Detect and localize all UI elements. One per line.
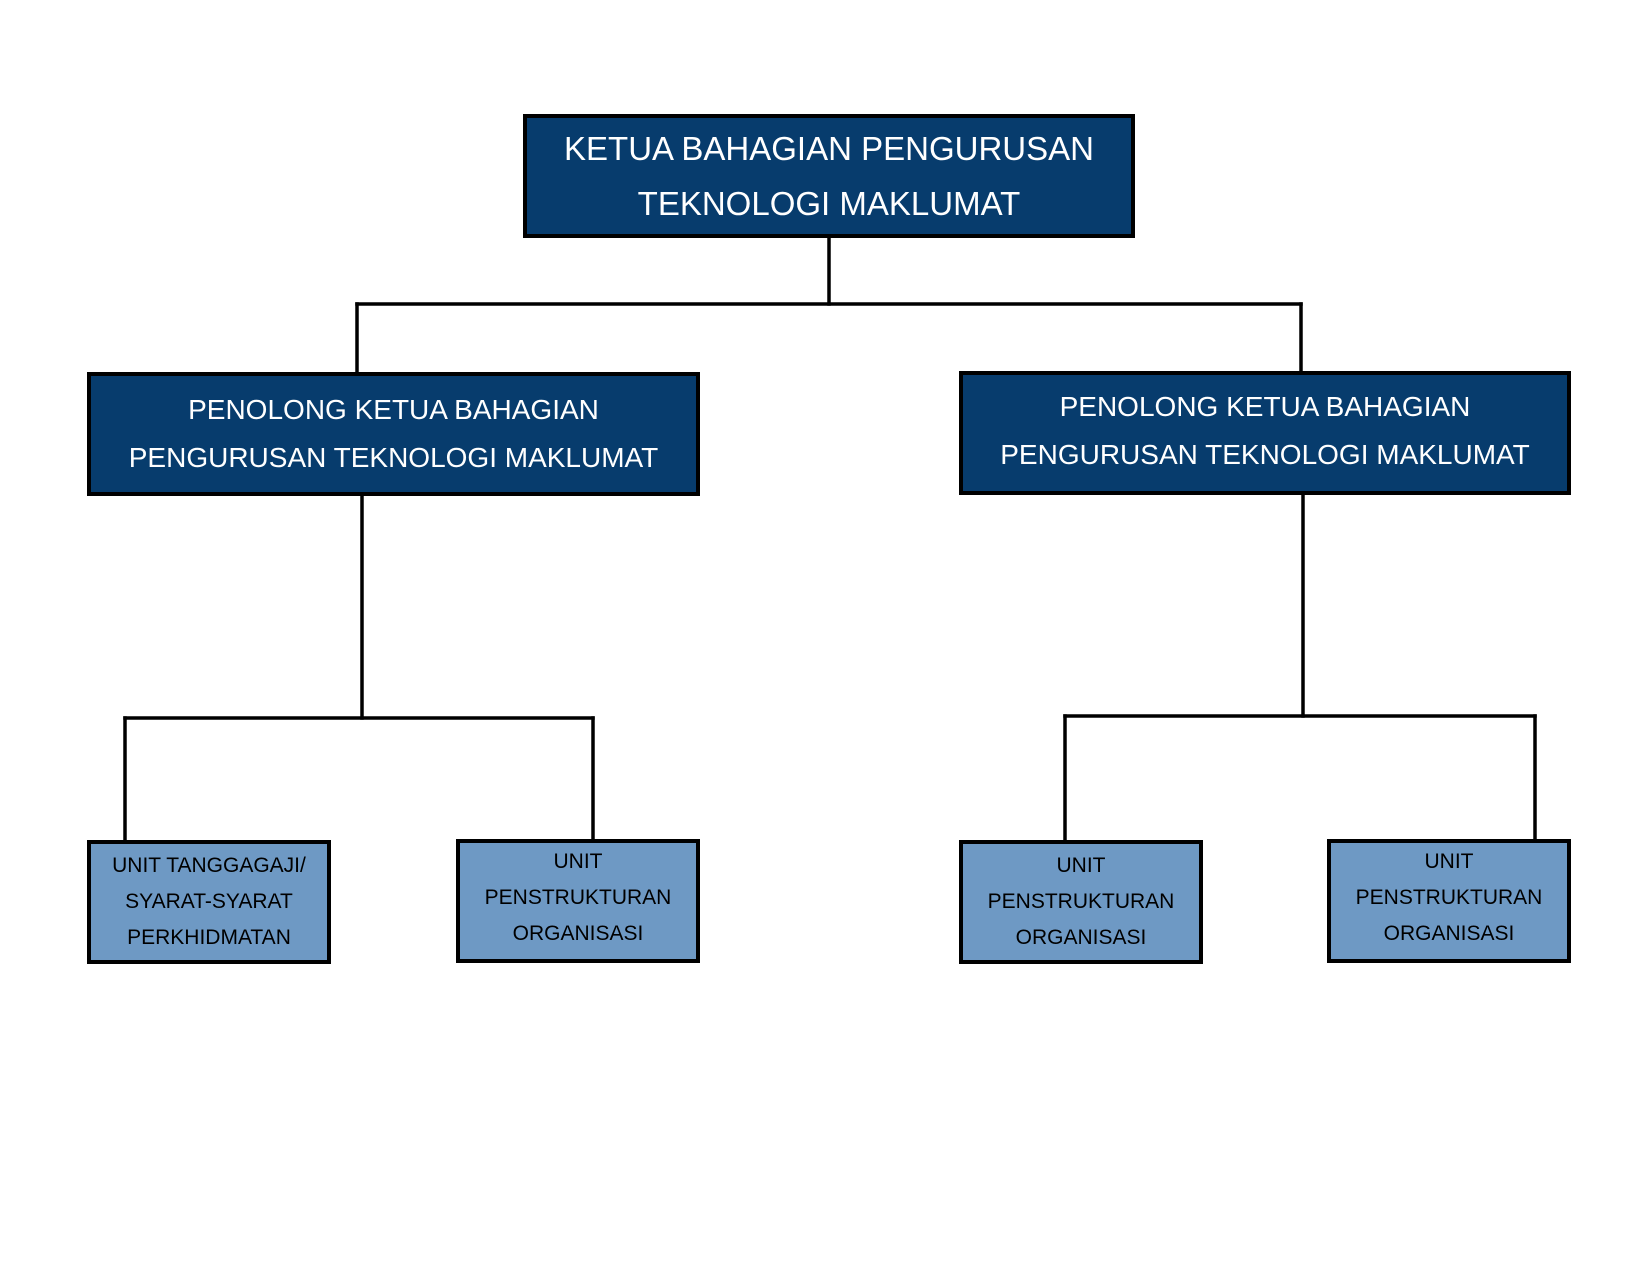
unit-box-2: UNIT PENSTRUKTURAN ORGANISASI — [456, 839, 700, 963]
unit-1-label-line-1: UNIT TANGGAGAJI/ — [112, 854, 306, 877]
unit-4-label-line-3: ORGANISASI — [1383, 922, 1515, 945]
unit-2-label-line-2: PENSTRUKTURAN — [484, 886, 672, 909]
assistant-head-right-label-line-2: PENGURUSAN TEKNOLOGI MAKLUMAT — [1000, 439, 1530, 470]
assistant-head-left-box: PENOLONG KETUA BAHAGIAN PENGURUSAN TEKNO… — [87, 372, 700, 496]
head-of-division-label-line-1: KETUA BAHAGIAN PENGURUSAN — [564, 130, 1094, 167]
head-of-division-label-line-2: TEKNOLOGI MAKLUMAT — [637, 185, 1021, 222]
unit-box-3: UNIT PENSTRUKTURAN ORGANISASI — [959, 840, 1203, 964]
assistant-head-right-label-line-1: PENOLONG KETUA BAHAGIAN — [1059, 391, 1471, 422]
unit-3-label-line-2: PENSTRUKTURAN — [987, 890, 1175, 913]
head-of-division-box: KETUA BAHAGIAN PENGURUSAN TEKNOLOGI MAKL… — [523, 114, 1135, 238]
unit-box-1: UNIT TANGGAGAJI/ SYARAT-SYARAT PERKHIDMA… — [87, 840, 331, 964]
unit-4-label-line-1: UNIT — [1424, 850, 1474, 873]
unit-2-label-line-3: ORGANISASI — [512, 922, 644, 945]
unit-4-label-line-2: PENSTRUKTURAN — [1355, 886, 1543, 909]
unit-2-label-line-1: UNIT — [553, 850, 603, 873]
assistant-head-left-label-line-2: PENGURUSAN TEKNOLOGI MAKLUMAT — [128, 442, 659, 473]
unit-1-label-line-2: SYARAT-SYARAT — [125, 890, 293, 913]
unit-3-label-line-3: ORGANISASI — [1015, 926, 1147, 949]
unit-1-label-line-3: PERKHIDMATAN — [127, 926, 291, 949]
unit-box-4: UNIT PENSTRUKTURAN ORGANISASI — [1327, 839, 1571, 963]
unit-3-label-line-1: UNIT — [1056, 854, 1106, 877]
assistant-head-left-label-line-1: PENOLONG KETUA BAHAGIAN — [188, 394, 599, 425]
assistant-head-right-box: PENOLONG KETUA BAHAGIAN PENGURUSAN TEKNO… — [959, 371, 1571, 495]
